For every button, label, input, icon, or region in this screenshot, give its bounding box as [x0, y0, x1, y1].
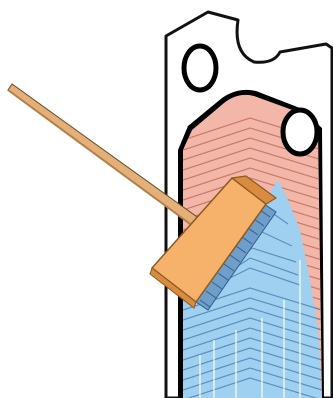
port-hole-upper-left	[184, 46, 216, 90]
port-hole-upper-right	[283, 110, 317, 154]
